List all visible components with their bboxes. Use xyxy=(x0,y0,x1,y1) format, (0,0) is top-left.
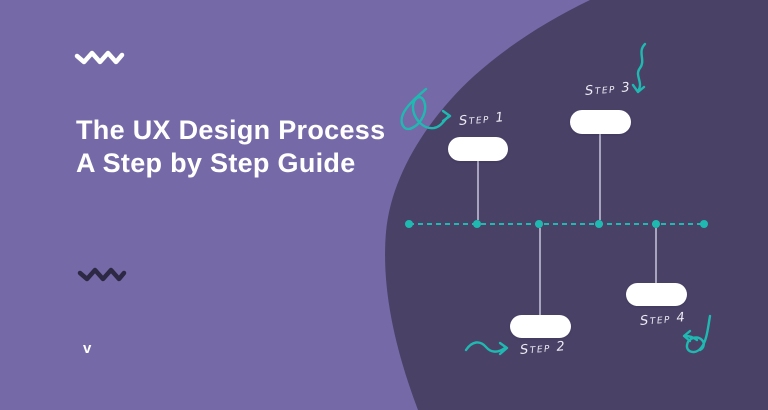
pigtail-doodle-icon xyxy=(400,87,451,131)
connector-lines xyxy=(477,134,657,315)
wavy-down-arrowhead-icon xyxy=(631,83,646,94)
timeline-dot xyxy=(473,220,481,228)
timeline-dot xyxy=(700,220,708,228)
wavy-down-arrow-icon xyxy=(636,42,647,93)
dark-zigzag-icon xyxy=(77,267,127,282)
title-line-2: A Step by Step Guide xyxy=(76,148,356,178)
logo-letter: v xyxy=(83,340,92,357)
step-pill-4 xyxy=(626,283,687,306)
background-blob xyxy=(385,0,768,410)
wavy-right-arrowhead-icon xyxy=(498,341,509,356)
timeline-dots xyxy=(405,220,708,228)
timeline-dot xyxy=(652,220,660,228)
timeline-dot xyxy=(595,220,603,228)
wavy-right-arrow-icon xyxy=(464,341,507,353)
step-pill-2 xyxy=(510,315,571,338)
timeline-dot xyxy=(405,220,413,228)
pigtail-doodle-arrowhead-icon xyxy=(441,109,452,123)
title-line-1: The UX Design Process xyxy=(76,115,386,145)
loop-arrow-tail-icon xyxy=(683,334,699,342)
step-pill-3 xyxy=(570,110,631,134)
white-zigzag-icon xyxy=(74,50,125,65)
timeline-dot xyxy=(535,220,543,228)
step-pill-1 xyxy=(448,137,508,161)
page-title: The UX Design Process A Step by Step Gui… xyxy=(76,114,385,180)
loop-arrowhead-icon xyxy=(682,329,692,343)
loop-arrow-icon xyxy=(685,314,712,354)
